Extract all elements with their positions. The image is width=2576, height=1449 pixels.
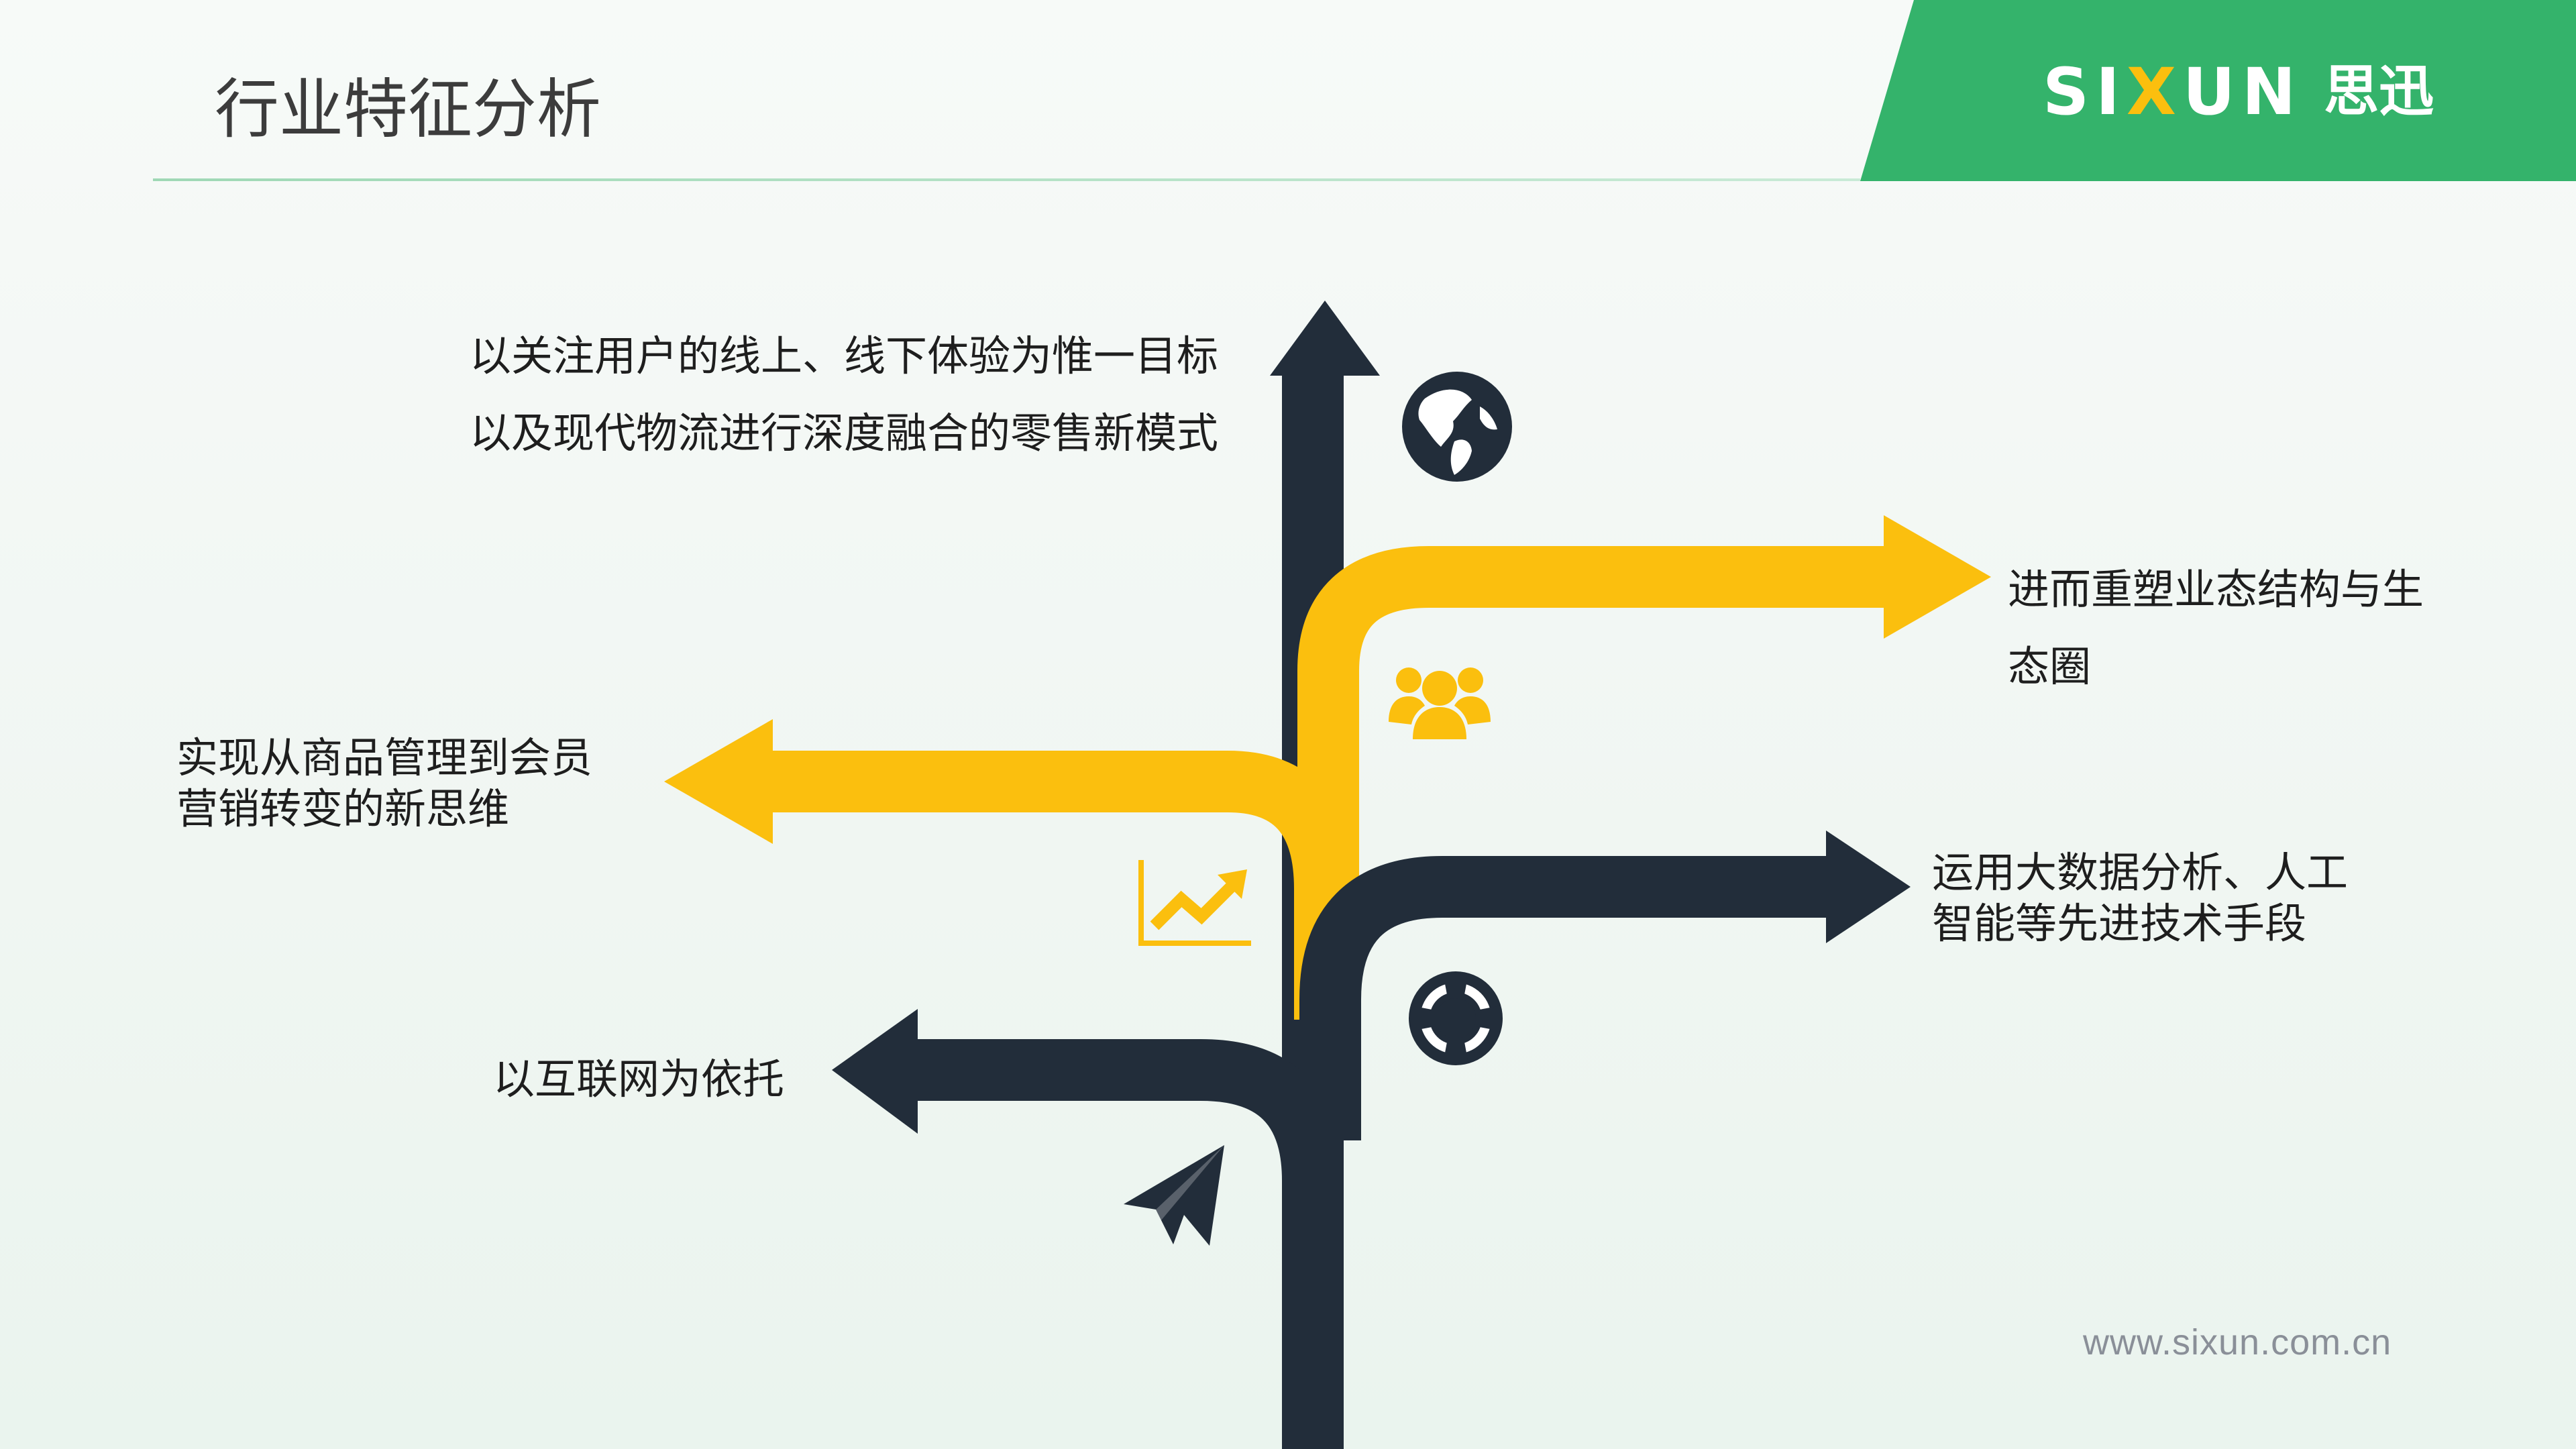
label-right-lower-line-2: 智能等先进技术手段 — [1932, 898, 2307, 948]
label-right-upper: 进而重塑业态结构与生 态圈 — [2008, 551, 2424, 705]
users-icon — [1389, 667, 1491, 739]
growth-chart-icon — [1138, 860, 1251, 946]
label-left-upper-line-1: 实现从商品管理到会员 — [176, 733, 593, 782]
globe-icon — [1402, 372, 1512, 482]
trunk-arrowhead — [1270, 301, 1380, 376]
upper-left-road — [771, 751, 1356, 1020]
label-top-line-2: 以及现代物流进行深度融合的零售新模式 — [470, 408, 1219, 458]
label-right-upper-line-1: 进而重塑业态结构与生 — [2008, 565, 2424, 614]
upper-right-road — [1297, 546, 1885, 1006]
logo-latin-a: SI — [2043, 54, 2127, 129]
page-title: 行业特征分析 — [215, 72, 601, 147]
lower-left-arrowhead — [832, 1009, 918, 1134]
label-left-lower-line-1: 以互联网为依托 — [493, 1055, 785, 1104]
header-brand-band — [1860, 0, 2576, 181]
label-right-lower-line-1: 运用大数据分析、人工 — [1932, 848, 2349, 897]
paper-plane-icon — [1124, 1145, 1224, 1246]
upper-right-arrowhead — [1884, 515, 1991, 639]
title-divider — [153, 178, 1860, 181]
label-top: 以关注用户的线上、线下体验为惟一目标 以及现代物流进行深度融合的零售新模式 — [470, 318, 1218, 472]
label-right-lower: 运用大数据分析、人工 智能等先进技术手段 — [1932, 847, 2348, 949]
label-left-upper: 实现从商品管理到会员 营销转变的新思维 — [176, 733, 592, 834]
logo-cjk: 思迅 — [2324, 60, 2434, 123]
footer-website-url[interactable]: www.sixun.com.cn — [2083, 1322, 2392, 1362]
upper-left-arrowhead — [664, 719, 773, 844]
lower-left-road — [912, 1039, 1344, 1335]
lifebuoy-icon — [1409, 971, 1503, 1065]
label-left-lower: 以互联网为依托 — [493, 1059, 784, 1100]
logo-latin-x: X — [2126, 54, 2183, 129]
label-left-upper-line-2: 营销转变的新思维 — [176, 784, 510, 833]
lower-right-road — [1299, 856, 1828, 1140]
logo-latin-b: UN — [2182, 54, 2303, 129]
label-top-line-1: 以关注用户的线上、线下体验为惟一目标 — [470, 331, 1219, 380]
lower-right-arrowhead — [1826, 830, 1911, 943]
label-right-upper-line-2: 态圈 — [2008, 641, 2092, 691]
